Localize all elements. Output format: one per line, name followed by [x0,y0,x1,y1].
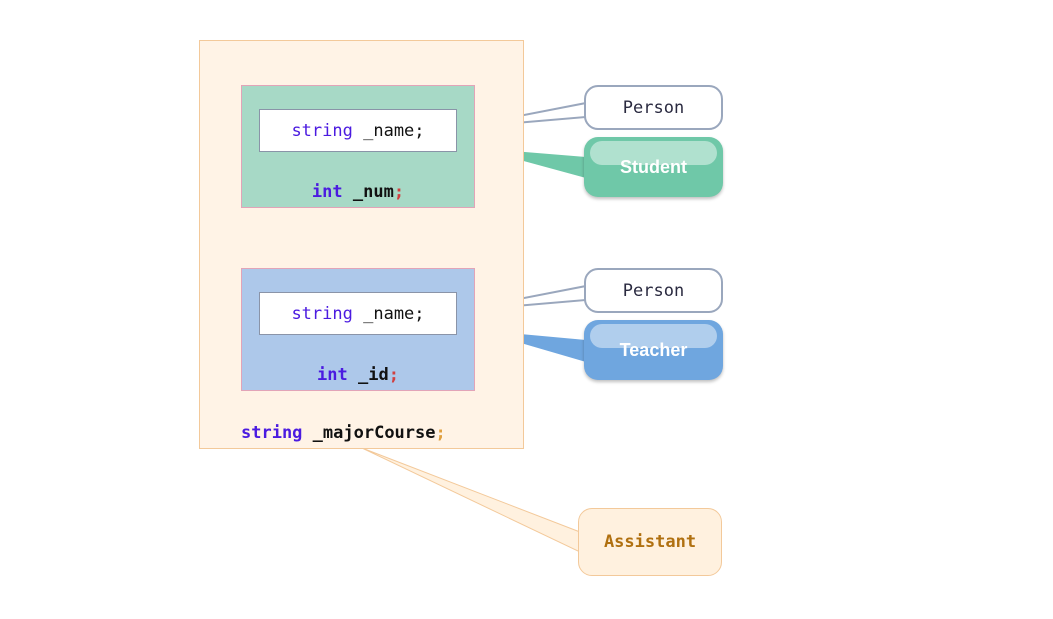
type-keyword: string [291,303,353,324]
field-semicolon: ; [393,182,405,202]
type-keyword: string [241,423,303,443]
assistant-major-course-field: string _majorCourse; [241,423,446,443]
field-identifier: _id [358,365,389,385]
teacher-subobject-box: string _name; int _id; [241,268,475,391]
teacher-person-name-field: string _name; [259,292,457,335]
type-keyword: int [317,365,348,385]
person-callout-bottom: Person [584,268,723,313]
student-num-field: int _num; [242,182,474,202]
person-callout-top: Person [584,85,723,130]
field-semicolon: ; [435,423,446,443]
field-identifier: _name [363,303,415,324]
field-semicolon: ; [414,303,425,324]
field-identifier: _num [352,182,394,202]
assistant-pointer [361,447,581,553]
teacher-id-field: int _id; [242,365,474,385]
student-callout: Student [584,137,723,197]
type-keyword: int [311,182,343,202]
field-semicolon: ; [388,365,399,385]
field-identifier: _majorCourse [312,423,436,443]
assistant-callout: Assistant [578,508,722,576]
teacher-callout: Teacher [584,320,723,380]
teacher-callout-label: Teacher [619,339,688,360]
student-person-name-field: string _name; [259,109,457,152]
field-semicolon: ; [414,120,425,141]
field-identifier: _name [363,120,415,141]
type-keyword: string [291,120,353,141]
student-callout-label: Student [620,156,687,177]
student-subobject-box: string _name; int _num; [241,85,475,208]
